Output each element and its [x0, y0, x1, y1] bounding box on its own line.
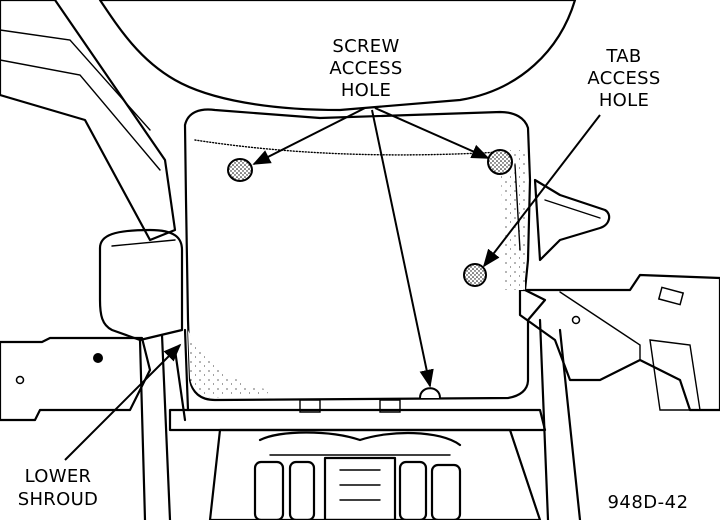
leader-screw-left	[252, 107, 366, 165]
figure-id: 948D-42	[585, 488, 715, 516]
label-screw-line-3: HOLE	[341, 80, 391, 101]
lower-shroud	[173, 348, 187, 422]
left-spoke	[0, 0, 177, 242]
screw-access-hole-right	[487, 149, 513, 175]
upper-shroud	[183, 108, 547, 402]
leader-screw-bottom	[371, 109, 434, 388]
left-lever	[98, 228, 184, 342]
label-tab-line-2: ACCESS	[587, 68, 660, 89]
screw-access-hole-left	[227, 158, 253, 182]
label-screw-line-2: ACCESS	[329, 58, 402, 79]
right-lever	[533, 178, 611, 262]
column-support	[138, 328, 190, 522]
tab-access-hole	[463, 263, 487, 287]
label-screw-line-1: SCREW	[332, 36, 399, 57]
label-lower-shroud: LOWER SHROUD	[8, 462, 108, 510]
label-lower-line-2: SHROUD	[18, 489, 98, 510]
lower-shroud-base	[168, 399, 547, 432]
column-mechanism	[208, 428, 542, 522]
figure-id-text: 948D-42	[607, 492, 688, 513]
label-screw-access-hole: SCREW ACCESS HOLE	[322, 32, 410, 102]
label-tab-access-hole: TAB ACCESS HOLE	[578, 42, 666, 114]
leader-screw-right	[374, 107, 490, 159]
label-lower-line-1: LOWER	[25, 466, 92, 487]
leader-tab-hole	[482, 114, 601, 268]
left-dash-panel	[0, 336, 152, 422]
label-tab-line-3: HOLE	[599, 90, 649, 111]
label-tab-line-1: TAB	[605, 46, 641, 67]
leader-lower-shroud	[64, 343, 182, 461]
right-dash-edge	[538, 318, 582, 522]
right-dash-panel	[518, 273, 720, 412]
steering-wheel-hub	[98, 0, 577, 112]
